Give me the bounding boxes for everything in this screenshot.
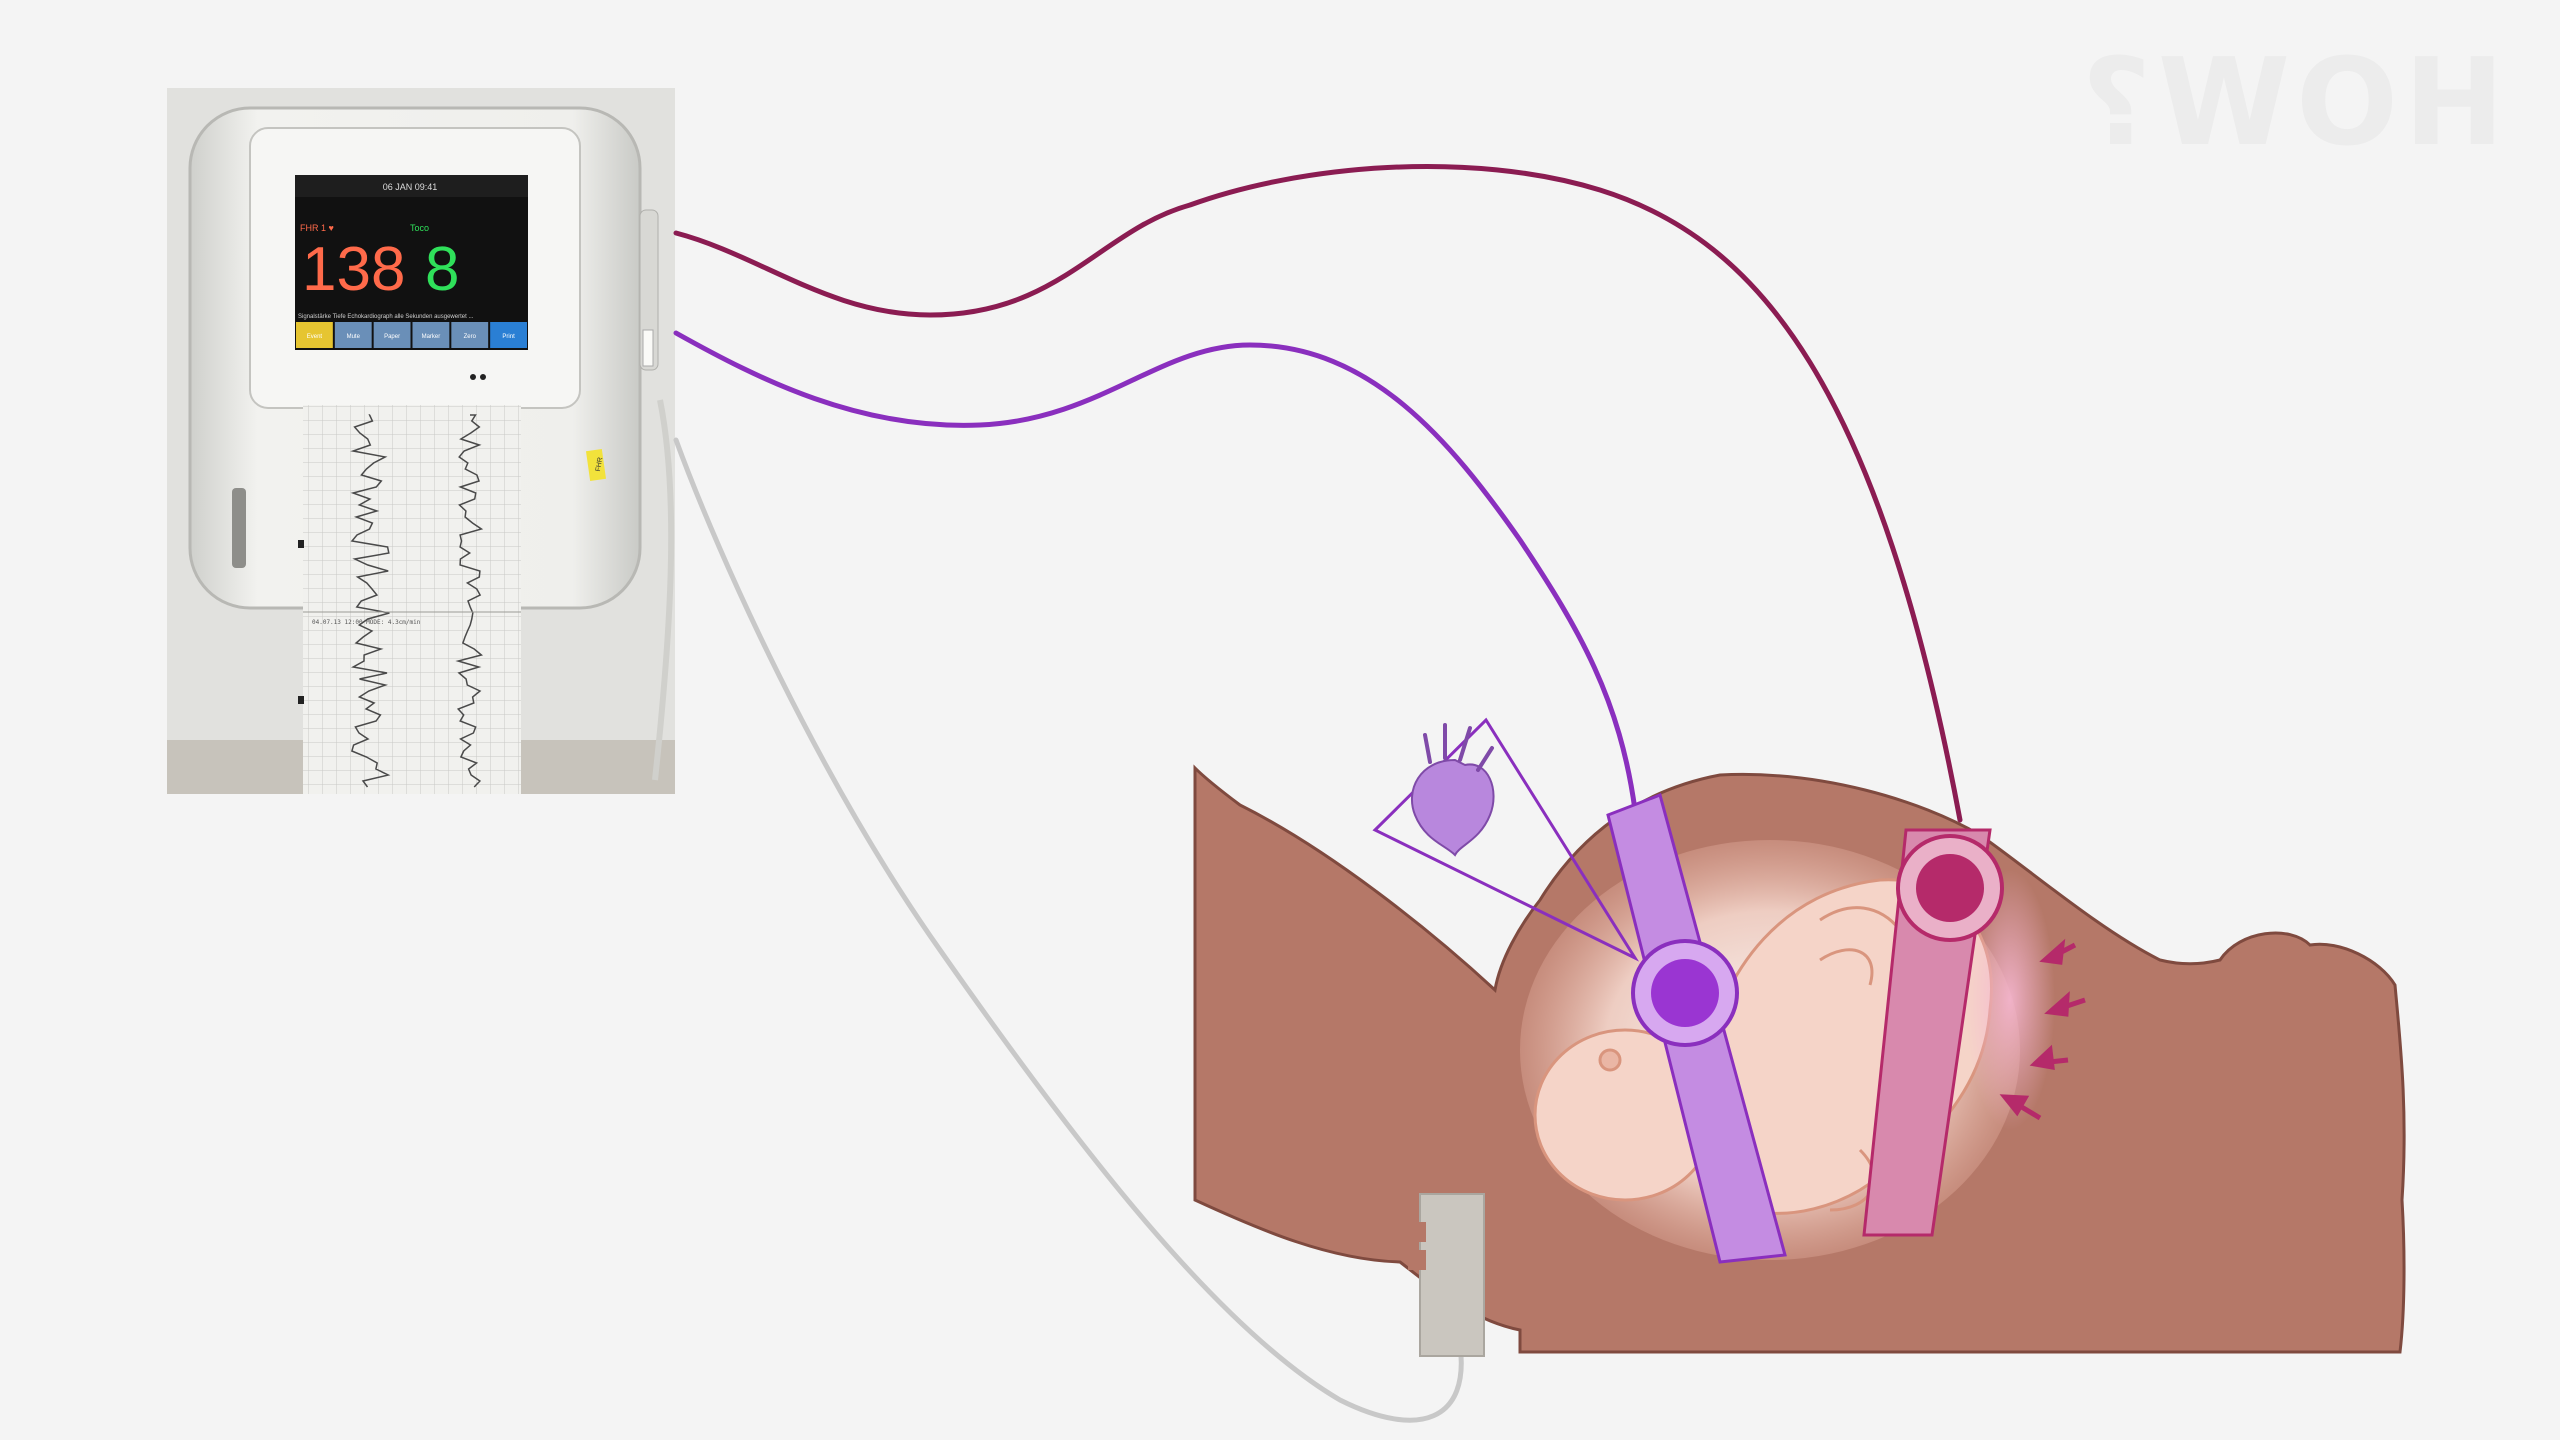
- watermark-logo: HOW?: [2075, 34, 2504, 173]
- electrode-connector-box: [1408, 1193, 1485, 1357]
- softkey-label: Print: [502, 334, 515, 340]
- toco-paper-trace: [455, 414, 484, 788]
- fetal-heart-sensor: [1631, 939, 1739, 1047]
- softkey-label: Paper: [384, 334, 400, 340]
- softkey-marker[interactable]: [412, 322, 450, 348]
- fetal-heart-icon: [1410, 723, 1495, 857]
- softkey-label: Zero: [464, 334, 477, 340]
- contraction-sensor-cable: [673, 164, 1963, 823]
- fhr-label: FHR 1 ♥: [300, 223, 334, 233]
- fhr-paper-trace: [350, 414, 391, 788]
- softkey-zero[interactable]: [451, 322, 489, 348]
- monitor-screen: [295, 175, 528, 350]
- softkey-event[interactable]: [296, 322, 333, 348]
- patient-silhouette: [1193, 717, 2406, 1354]
- monitor-header-text: 06 JAN 09:41: [383, 182, 438, 192]
- status-line: Signalstärke Tiefe Echokardiograph alle …: [298, 314, 474, 320]
- softkey-row: Event Mute Paper Marker Zero Print: [296, 322, 527, 348]
- side-tag: FHR: [595, 457, 604, 472]
- toco-value: 8: [425, 235, 459, 304]
- softkey-mute[interactable]: [334, 322, 372, 348]
- softkey-print[interactable]: [490, 322, 527, 348]
- contraction-sensor: [1896, 834, 2004, 942]
- fhr-value: 138: [302, 235, 405, 304]
- ctg-monitor-photo: 06 JAN 09:41 FHR 1 ♥ Toco 138 8 Signalst…: [167, 88, 675, 794]
- softkey-label: Marker: [422, 334, 441, 340]
- softkey-label: Mute: [347, 334, 361, 340]
- fetal-heart-sensor-cable: [673, 330, 1638, 813]
- patient-electrode-cable: [673, 437, 1464, 1423]
- contraction-pressure-arrows-icon: [1999, 938, 2086, 1121]
- toco-label: Toco: [410, 223, 429, 233]
- paper-note: 04.07.13 12:00 MODE: 4.3cm/min: [312, 619, 421, 626]
- softkey-paper[interactable]: [373, 322, 411, 348]
- softkey-label: Event: [307, 334, 323, 340]
- ctg-paper-strip: [303, 405, 521, 794]
